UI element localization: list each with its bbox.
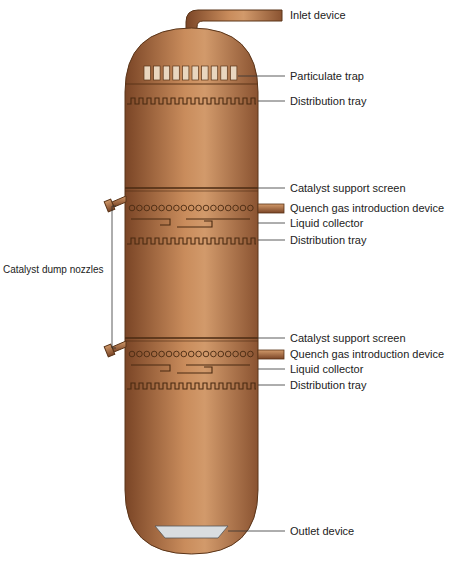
leader-lines xyxy=(228,76,285,531)
quench-pipe xyxy=(258,350,284,359)
internals xyxy=(125,98,258,389)
part-label: Particulate trap xyxy=(290,70,364,83)
part-label: Quench gas introduction device xyxy=(290,202,444,215)
part-label: Catalyst support screen xyxy=(290,332,406,345)
device-label: Outlet device xyxy=(290,525,354,538)
part-label: Quench gas introduction device xyxy=(290,348,444,361)
particulate-trap xyxy=(144,66,237,80)
outlet-device xyxy=(155,526,228,538)
part-label: Catalyst support screen xyxy=(290,182,406,195)
device-label: Inlet device xyxy=(290,9,346,22)
part-label: Catalyst dump nozzles xyxy=(3,263,104,276)
reactor-vessel xyxy=(125,28,258,554)
part-label: Liquid collector xyxy=(290,217,363,230)
part-label: Liquid collector xyxy=(290,363,363,376)
bracket xyxy=(112,206,116,348)
part-label: Distribution tray xyxy=(290,95,366,108)
quench-pipe xyxy=(258,204,284,213)
part-label: Distribution tray xyxy=(290,379,366,392)
dump-nozzles xyxy=(104,196,126,357)
part-label: Distribution tray xyxy=(290,234,366,247)
